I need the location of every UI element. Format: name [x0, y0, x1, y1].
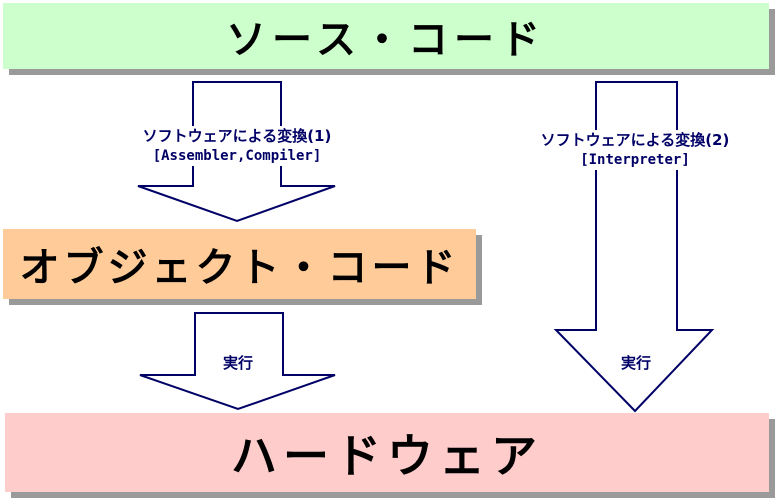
- object-code-box: オブジェクト・コード: [3, 229, 476, 299]
- conversion-2-label: ソフトウェアによる変換(2) [Interpreter]: [508, 130, 762, 170]
- execute-1-label: 実行: [222, 354, 253, 372]
- source-code-box: ソース・コード: [3, 3, 769, 69]
- arrow-execute-1: [139, 312, 336, 411]
- conversion-2-sub: [Interpreter]: [580, 152, 690, 168]
- object-code-label: オブジェクト・コード: [19, 245, 460, 291]
- conversion-1-title: ソフトウェアによる変換(1): [142, 127, 332, 145]
- hardware-box: ハードウェア: [5, 413, 769, 492]
- execute-2-label: 実行: [620, 354, 651, 372]
- hardware-label: ハードウェア: [231, 428, 543, 483]
- conversion-1-sub: [Assembler,Compiler]: [152, 148, 322, 164]
- source-code-label: ソース・コード: [226, 17, 546, 63]
- conversion-1-label: ソフトウェアによる変換(1) [Assembler,Compiler]: [108, 126, 366, 166]
- conversion-2-title: ソフトウェアによる変換(2): [540, 131, 730, 149]
